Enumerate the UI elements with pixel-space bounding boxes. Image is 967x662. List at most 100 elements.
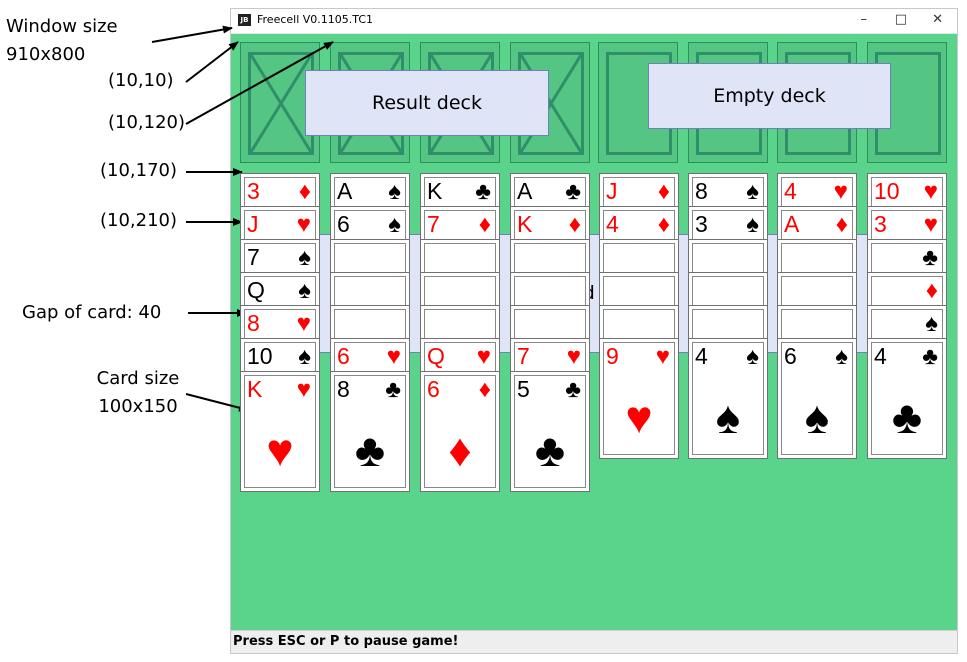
clubs-suit-large-icon: ♣	[534, 424, 566, 476]
hearts-suit-large-icon: ♥	[266, 424, 294, 476]
diamonds-suit-icon: ♦	[478, 376, 491, 403]
spades-suit-large-icon: ♠	[715, 391, 741, 443]
clubs-suit-large-icon: ♣	[891, 391, 923, 443]
clubs-suit-icon: ♣	[922, 343, 938, 370]
card-border	[603, 342, 675, 455]
diamonds-suit-icon: ♦	[478, 211, 491, 238]
spades-suit-icon: ♠	[925, 310, 938, 337]
window-title: Freecell V0.1105.TC1	[257, 13, 374, 26]
card-rank: K	[517, 211, 533, 237]
card-border	[244, 375, 316, 488]
gap-of-card-label: Gap of card: 40	[22, 302, 162, 323]
board-card[interactable]: 4♣♣	[867, 338, 947, 459]
clubs-suit-icon: ♣	[565, 178, 581, 205]
card-rank: 8	[337, 376, 350, 402]
diamonds-suit-icon: ♦	[925, 277, 938, 304]
card-rank: 5	[517, 376, 530, 402]
card-border	[692, 342, 764, 455]
card-border	[781, 342, 853, 455]
card-rank: K	[427, 178, 443, 204]
freecell-window: JB Freecell V0.1105.TC1 – □ ✕ 3 ♦ J ♥ 7 ♠ Q ♠ 8 ♥…	[230, 8, 958, 654]
hearts-suit-icon: ♥	[296, 376, 311, 403]
status-bar: Press ESC or P to pause game!	[231, 630, 957, 653]
card-rank: 6	[337, 211, 350, 237]
coord-label-10-10: (10,10)	[108, 70, 174, 91]
card-border	[424, 375, 496, 488]
diamonds-suit-icon: ♦	[568, 211, 581, 238]
spades-suit-icon: ♠	[746, 178, 759, 205]
board-card[interactable]: 4♠♠	[688, 338, 768, 459]
minimize-icon[interactable]: –	[860, 12, 868, 27]
card-rank: 4	[874, 343, 887, 369]
clubs-suit-large-icon: ♣	[354, 424, 386, 476]
card-rank: 10	[874, 178, 900, 204]
hearts-suit-icon: ♥	[566, 343, 581, 370]
clubs-suit-icon: ♣	[475, 178, 491, 205]
x-mark-icon	[251, 55, 311, 152]
card-border	[514, 375, 586, 488]
hearts-suit-icon: ♥	[386, 343, 401, 370]
card-rank: 4	[606, 211, 619, 237]
diamonds-suit-icon: ♦	[657, 211, 670, 238]
arrow-window-size	[151, 25, 233, 43]
board-card[interactable]: 8♣♣	[330, 371, 410, 492]
card-rank: A	[517, 178, 533, 204]
spades-suit-icon: ♠	[298, 277, 311, 304]
clubs-suit-icon: ♣	[922, 244, 938, 271]
hearts-suit-icon: ♥	[476, 343, 491, 370]
card-rank: 8	[695, 178, 708, 204]
card-size-label: Card size	[96, 368, 180, 389]
board-card[interactable]: K♥♥	[240, 371, 320, 492]
spades-suit-large-icon: ♠	[804, 391, 830, 443]
hearts-suit-icon: ♥	[296, 310, 311, 337]
result-deck-callout: Result deck	[305, 70, 549, 136]
card-rank: J	[247, 211, 259, 237]
spades-suit-icon: ♠	[388, 211, 401, 238]
status-text: Press ESC or P to pause game!	[233, 634, 459, 649]
card-rank: J	[606, 178, 618, 204]
card-rank: A	[337, 178, 353, 204]
hearts-suit-large-icon: ♥	[625, 391, 653, 443]
coord-label-10-120: (10,120)	[108, 112, 186, 133]
card-rank: 4	[695, 343, 708, 369]
card-rank: 7	[517, 343, 530, 369]
hearts-suit-icon: ♥	[833, 178, 848, 205]
board-card[interactable]: 9♥♥	[599, 338, 679, 459]
card-rank: K	[247, 376, 263, 402]
diamonds-suit-icon: ♦	[298, 178, 311, 205]
card-border	[334, 375, 406, 488]
hearts-suit-icon: ♥	[923, 211, 938, 238]
coord-label-10-210: (10,210)	[100, 210, 178, 231]
card-rank: A	[784, 211, 800, 237]
card-rank: Q	[247, 277, 265, 303]
spades-suit-icon: ♠	[835, 343, 848, 370]
card-rank: 6	[427, 376, 440, 402]
board-card[interactable]: 6♠♠	[777, 338, 857, 459]
card-rank: 7	[247, 244, 260, 270]
empty-deck-callout: Empty deck	[648, 63, 891, 129]
spades-suit-icon: ♠	[298, 244, 311, 271]
card-rank: 3	[695, 211, 708, 237]
close-icon[interactable]: ✕	[932, 12, 943, 27]
clubs-suit-icon: ♣	[385, 376, 401, 403]
card-rank: 8	[247, 310, 260, 336]
maximize-icon[interactable]: □	[894, 12, 907, 27]
board-card[interactable]: 5♣♣	[510, 371, 590, 492]
title-bar[interactable]: JB Freecell V0.1105.TC1 – □ ✕	[231, 9, 957, 34]
diamonds-suit-large-icon: ♦	[448, 424, 472, 476]
card-size-value: 100x150	[98, 396, 178, 417]
spades-suit-icon: ♠	[388, 178, 401, 205]
diamonds-suit-icon: ♦	[657, 178, 670, 205]
clubs-suit-icon: ♣	[565, 376, 581, 403]
card-border	[871, 342, 943, 455]
card-rank: 3	[874, 211, 887, 237]
diamonds-suit-icon: ♦	[835, 211, 848, 238]
hearts-suit-icon: ♥	[923, 178, 938, 205]
board-card[interactable]: 6 ♦♦	[420, 371, 500, 492]
card-rank: 9	[606, 343, 619, 369]
window-size-value: 910x800	[6, 44, 86, 65]
card-rank: Q	[427, 343, 445, 369]
card-rank: 7	[427, 211, 440, 237]
spades-suit-icon: ♠	[298, 343, 311, 370]
hearts-suit-icon: ♥	[296, 211, 311, 238]
